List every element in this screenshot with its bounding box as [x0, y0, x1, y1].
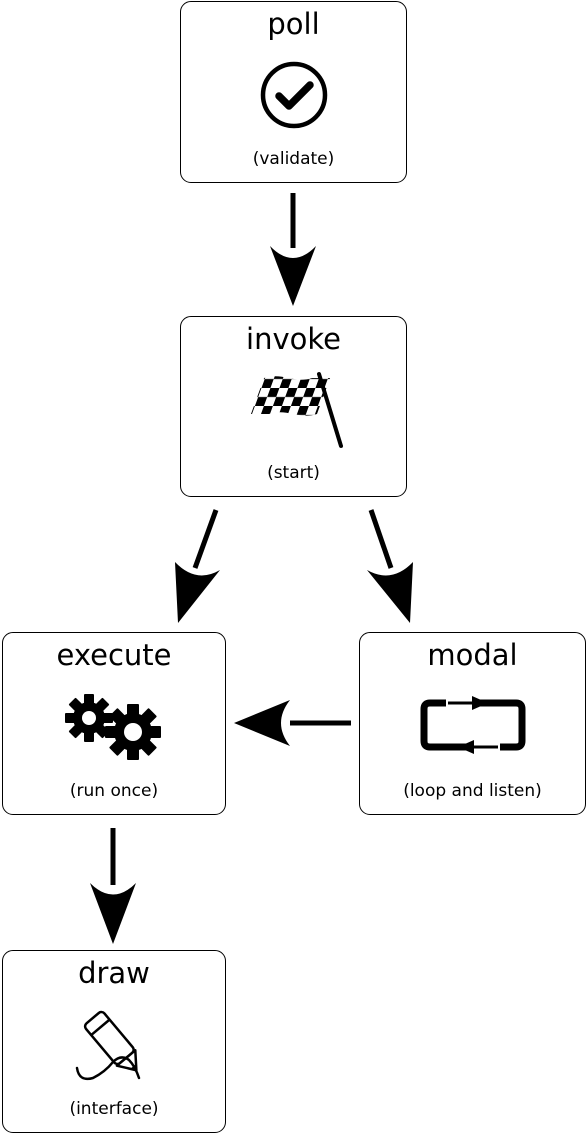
arrow-poll-to-invoke — [270, 193, 316, 306]
node-title-poll: poll — [267, 7, 320, 41]
gears-icon — [3, 691, 225, 761]
node-modal: modal (loop and listen) — [359, 632, 586, 815]
node-title-modal: modal — [427, 638, 518, 672]
arrow-modal-to-execute — [234, 700, 351, 746]
arrow-invoke-to-execute — [175, 509, 220, 623]
loop-arrows-icon — [360, 691, 585, 761]
checkered-flag-icon — [181, 372, 406, 448]
node-subtitle-execute: (run once) — [69, 781, 159, 801]
node-subtitle-invoke: (start) — [267, 463, 320, 483]
node-draw: draw (interface) — [2, 950, 226, 1133]
node-title-invoke: invoke — [246, 322, 341, 356]
node-invoke: invoke (start) — [180, 316, 407, 497]
node-title-execute: execute — [56, 638, 172, 672]
checkmark-circle-icon — [181, 60, 406, 130]
pen-draw-icon — [3, 1009, 225, 1081]
node-subtitle-draw: (interface) — [69, 1099, 159, 1119]
node-subtitle-poll: (validate) — [252, 149, 335, 169]
node-title-draw: draw — [78, 956, 150, 990]
node-execute: execute — [2, 632, 226, 815]
arrow-execute-to-draw — [90, 828, 136, 944]
node-subtitle-modal: (loop and listen) — [403, 781, 542, 801]
arrow-invoke-to-modal — [367, 509, 413, 623]
node-poll: poll (validate) — [180, 1, 407, 183]
